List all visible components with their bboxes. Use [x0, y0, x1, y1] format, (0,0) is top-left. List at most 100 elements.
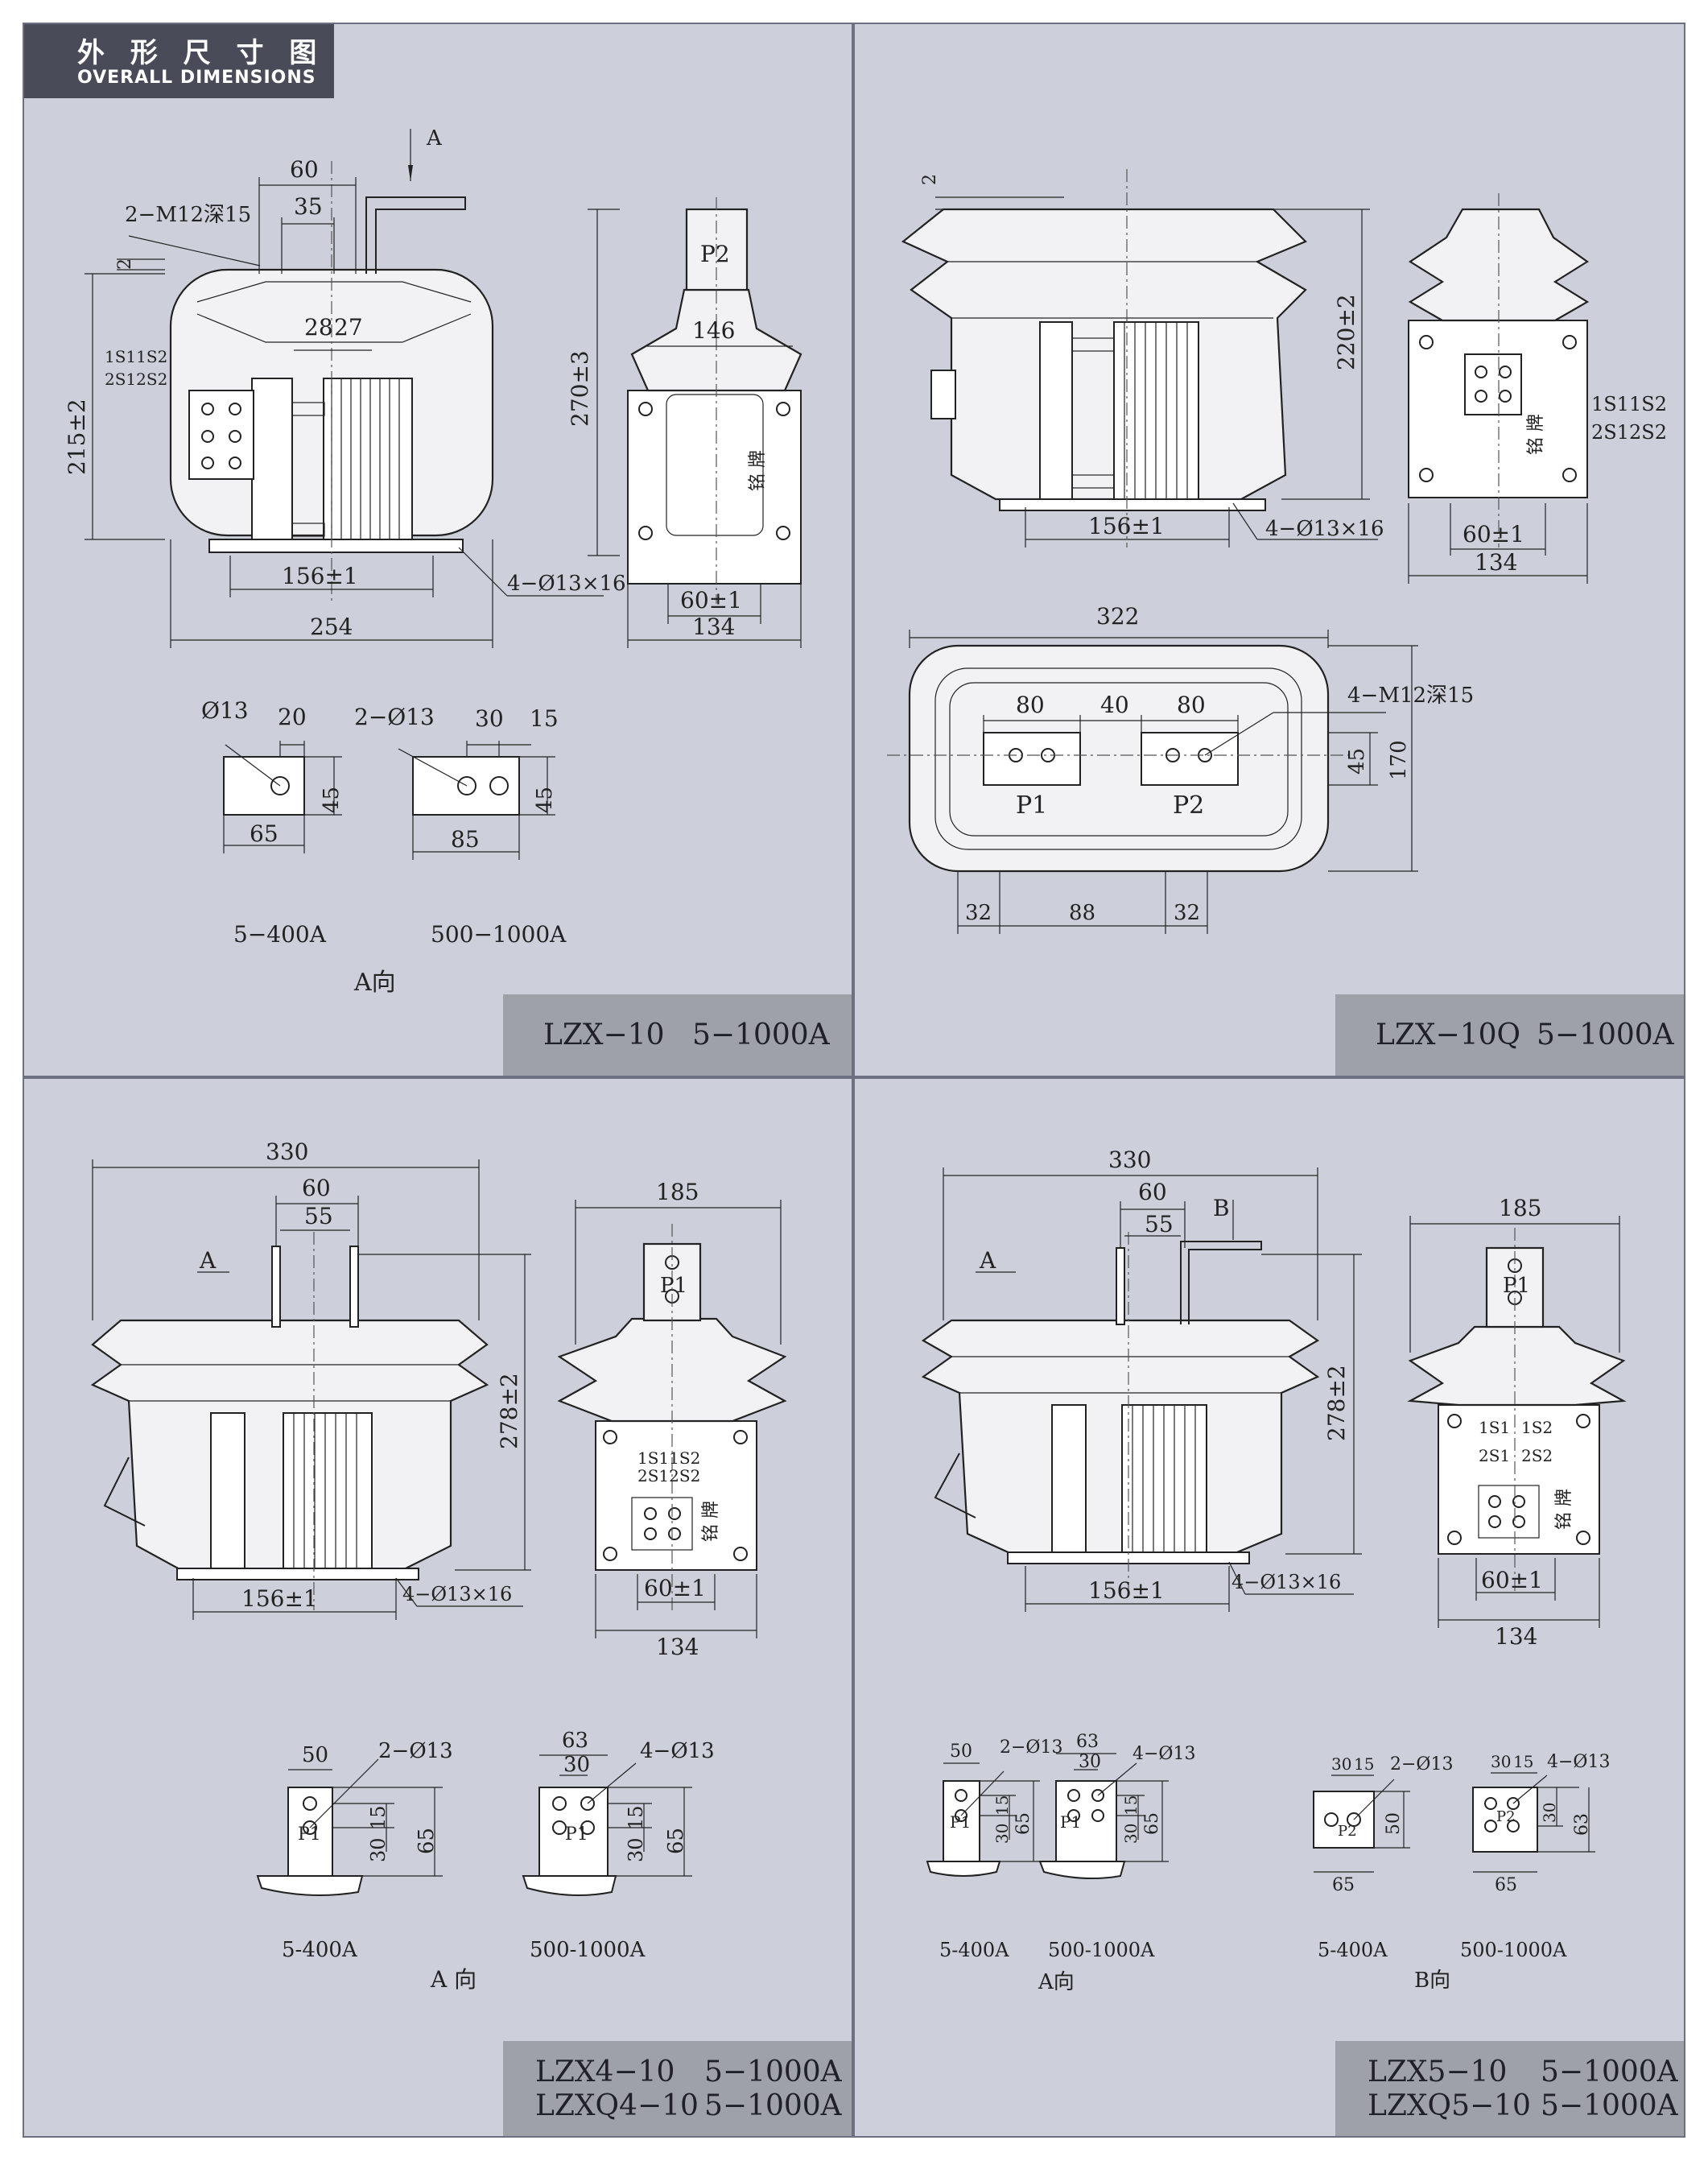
- lzx4-det-2d13: 2−Ø13: [378, 1739, 453, 1763]
- lzx4-side-plate: [595, 1420, 757, 1571]
- model-title-4a: LZX4−10: [535, 2056, 675, 2089]
- dim-m12: 2−M12深15: [125, 203, 251, 227]
- lzx4-range-2: 500-1000A: [530, 1938, 646, 1962]
- q-height: 220±2: [1333, 294, 1359, 370]
- model-rating-4b: 5−1000A: [704, 2089, 842, 2122]
- lzx5-det-30b: 30: [1079, 1752, 1101, 1772]
- side-height: 270±3: [567, 350, 593, 427]
- lzx5-185: 185: [1499, 1195, 1541, 1221]
- lzx5-det-4d13: 4−Ø13: [1132, 1744, 1195, 1764]
- lzx4-caption: A 向: [430, 1966, 477, 1993]
- side-134: 134: [692, 614, 735, 640]
- q-gap-2: 2: [920, 174, 940, 185]
- q-plan-p1: P1: [1016, 791, 1047, 820]
- lzx5-range-4: 500-1000A: [1460, 1939, 1567, 1961]
- lzx4-det-30b: 30: [563, 1753, 590, 1777]
- lzx4-base-dim: 156±1: [241, 1585, 318, 1612]
- lzx5-det-b65b: 65: [1495, 1875, 1517, 1895]
- header-title-cn: 外 形 尺 寸 图: [77, 37, 325, 69]
- q-plan-322: 322: [1096, 603, 1139, 630]
- lzx5-side-134: 134: [1495, 1623, 1537, 1650]
- q-side-term-box: [1464, 353, 1522, 415]
- lzx5-det-p2b: P2: [1496, 1808, 1516, 1825]
- lzx4-det-63: 63: [562, 1729, 588, 1753]
- model-rating: 5−1000A: [692, 1018, 830, 1052]
- lzx5-det-b4d13: 4−Ø13: [1547, 1752, 1610, 1772]
- model-title-q: LZX−10Q: [1376, 1018, 1521, 1052]
- lzx5-side-60: 60±1: [1481, 1567, 1543, 1593]
- det-caption: A向: [353, 969, 396, 997]
- lzx4-arrow: A: [199, 1247, 217, 1274]
- q-plan-p2-pad: [1141, 732, 1239, 786]
- lzx4-height: 278±2: [496, 1373, 522, 1449]
- lzx4-winding-l: [210, 1412, 245, 1575]
- lzx5-det-30c: 30: [1121, 1824, 1141, 1844]
- lzx4-winding-r: [283, 1412, 373, 1575]
- det-15: 15: [530, 705, 559, 732]
- lzx4-det-1: [287, 1787, 333, 1877]
- lzx5-holes: 4−Ø13×16: [1231, 1571, 1341, 1593]
- det-45: 45: [320, 787, 344, 813]
- drawing-lzx5: 330 60 55 A B 278±2 156±1 4−Ø13×16 185 P…: [921, 1147, 1627, 1994]
- lzx4-185: 185: [656, 1179, 699, 1205]
- lzx5-t2: 1S2: [1521, 1418, 1553, 1437]
- q-side-134: 134: [1475, 549, 1517, 576]
- lzx5-side-plate: [1438, 1404, 1600, 1555]
- lzx4-det-30: 30: [367, 1837, 390, 1862]
- lzx4-holes: 4−Ø13×16: [402, 1583, 512, 1605]
- model-rating-5a: 5−1000A: [1541, 2056, 1678, 2089]
- det-range-2: 500−1000A: [431, 921, 567, 948]
- dim-28: 28: [304, 314, 333, 341]
- lzx5-bar-1: [1116, 1247, 1125, 1325]
- panel-lzx10q: 2 220±2 156±1 4−Ø13×16 1S11S2 2S12S2 铭 牌…: [853, 23, 1685, 1077]
- lzx5-det-b30: 30: [1331, 1754, 1351, 1774]
- dim-top-60: 60: [290, 156, 319, 183]
- lzx5-t3: 2S1: [1479, 1446, 1510, 1465]
- winding-right: [323, 378, 413, 548]
- panel-lzx4: 330 60 55 A 278±2 156±1 4−Ø13×16 185 P1 …: [23, 1077, 853, 2138]
- q-plan-p1-pad: [983, 732, 1081, 786]
- q-plan-m12: 4−M12深15: [1347, 684, 1474, 708]
- det-30: 30: [475, 705, 504, 732]
- dim-35: 35: [294, 193, 323, 220]
- lzx5-det-b30c: 30: [1540, 1803, 1559, 1823]
- lzx5-det-p2a: P2: [1338, 1823, 1357, 1840]
- q-plan-80b: 80: [1177, 692, 1206, 718]
- lzx5-det-b2d13: 2−Ø13: [1390, 1754, 1453, 1775]
- q-nameplate: 铭 牌: [1526, 414, 1546, 455]
- lzx5-det-p1b: P1: [1060, 1812, 1081, 1832]
- lzx5-det-65: 65: [1013, 1812, 1033, 1835]
- lzx5-base-dim: 156±1: [1088, 1577, 1165, 1604]
- lzx4-side-60: 60±1: [644, 1575, 706, 1601]
- model-title-4b: LZXQ4−10: [535, 2089, 699, 2122]
- lzx5-arrow-a: A: [979, 1247, 996, 1274]
- lzx5-det-30: 30: [992, 1824, 1012, 1844]
- lzx5-det-b1: [1313, 1791, 1375, 1849]
- model-rating-5b: 5−1000A: [1541, 2089, 1678, 2122]
- q-plan-32b: 32: [1174, 901, 1200, 925]
- lzx5-330: 330: [1108, 1147, 1151, 1173]
- lzx5-det-b50: 50: [1384, 1812, 1404, 1835]
- header-title-en: OVERALL DIMENSIONS: [77, 68, 316, 88]
- model-title-box-5: LZX5−10 5−1000A LZXQ5−10 5−1000A: [1335, 2041, 1684, 2136]
- side-nameplate: 铭 牌: [748, 450, 768, 491]
- terms-1: 1S11S2: [105, 347, 167, 366]
- lzx4-330: 330: [266, 1138, 308, 1165]
- lzx5-caption-b: B向: [1414, 1969, 1450, 1993]
- q-terms-2: 2S12S2: [1591, 421, 1667, 444]
- q-side-60: 60±1: [1463, 521, 1524, 547]
- q-plan-32a: 32: [965, 901, 992, 925]
- q-plan-45: 45: [1345, 748, 1369, 775]
- arrow-a: A: [426, 126, 443, 151]
- terms-2: 2S12S2: [105, 370, 167, 389]
- det-range-1: 5−400A: [233, 921, 327, 948]
- lzx4-det-p1b: P1: [565, 1824, 588, 1845]
- lzx4-nameplate: 铭 牌: [701, 1501, 721, 1542]
- panel-lzx10: 外 形 尺 寸 图 OVERALL DIMENSIONS 60 3: [23, 23, 853, 1077]
- lzx5-range-3: 5-400A: [1318, 1939, 1388, 1961]
- lzx5-det-b15b: 15: [1513, 1752, 1533, 1771]
- lzx5-det-b63: 63: [1572, 1813, 1592, 1836]
- q-base-dim: 156±1: [1088, 513, 1165, 539]
- secondary-terminal-box: [188, 390, 254, 480]
- q-plan-170: 170: [1387, 740, 1411, 780]
